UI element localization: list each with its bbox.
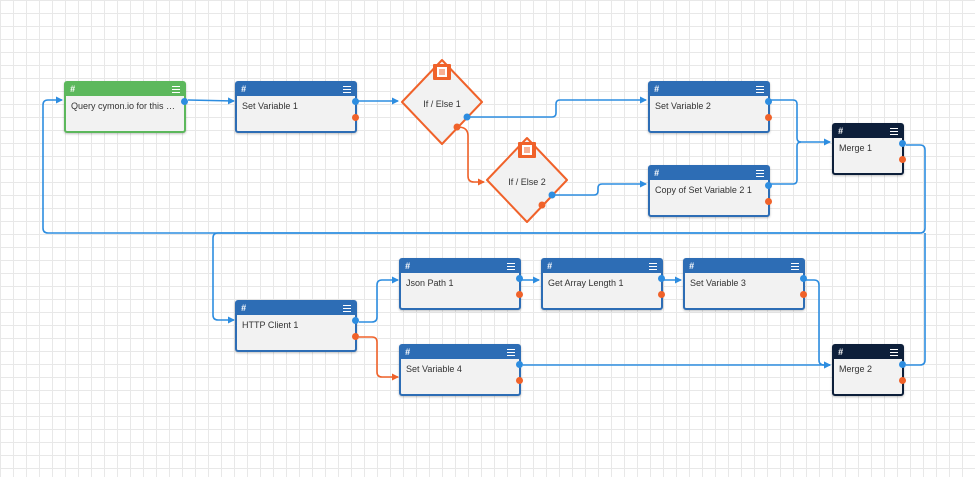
- node-if-else-2[interactable]: If / Else 2: [479, 134, 575, 230]
- wire-ifelse2-to-copysetvar: [553, 180, 647, 196]
- node-copy-set-variable-2-1[interactable]: # Copy of Set Variable 2 1: [648, 165, 772, 217]
- node-label: If / Else 1: [423, 99, 461, 109]
- success-port[interactable]: [516, 361, 523, 368]
- hamburger-icon[interactable]: [343, 86, 351, 93]
- hash-icon: #: [689, 261, 695, 271]
- node-merge-2[interactable]: # Merge 2: [832, 344, 906, 396]
- hamburger-icon[interactable]: [507, 263, 515, 270]
- node-label: Copy of Set Variable 2 1: [655, 185, 752, 195]
- hamburger-icon[interactable]: [756, 170, 764, 177]
- node-header: #: [401, 260, 519, 273]
- wire-httpclient-error-to-setvar4: [359, 336, 399, 381]
- node-if-else-1[interactable]: If / Else 1: [394, 56, 490, 152]
- error-port[interactable]: [800, 291, 807, 298]
- node-header: #: [66, 83, 184, 96]
- diamond-shape: [486, 137, 568, 223]
- wire-query-to-setvar1: [187, 97, 235, 105]
- hash-icon: #: [405, 261, 411, 271]
- error-port[interactable]: [516, 291, 523, 298]
- node-label: Json Path 1: [406, 278, 454, 288]
- node-label: Query cymon.io for this in…: [71, 101, 176, 111]
- hash-icon: #: [241, 84, 247, 94]
- hash-icon: #: [241, 303, 247, 313]
- node-header: #: [685, 260, 803, 273]
- node-set-variable-1[interactable]: # Set Variable 1: [235, 81, 359, 133]
- error-port[interactable]: [765, 114, 772, 121]
- success-port[interactable]: [516, 275, 523, 282]
- error-port[interactable]: [516, 377, 523, 384]
- success-port[interactable]: [899, 140, 906, 147]
- node-label: Set Variable 4: [406, 364, 462, 374]
- hamburger-icon[interactable]: [172, 86, 180, 93]
- hamburger-icon[interactable]: [791, 263, 799, 270]
- node-header: #: [543, 260, 661, 273]
- wire-httpclient-to-jsonpath: [359, 276, 399, 323]
- node-json-path-1[interactable]: # Json Path 1: [399, 258, 523, 310]
- error-port[interactable]: [352, 333, 359, 340]
- node-header: #: [650, 167, 768, 180]
- error-port[interactable]: [899, 377, 906, 384]
- document-icon: [433, 64, 451, 80]
- diamond-shape: [401, 59, 483, 145]
- success-port[interactable]: [765, 98, 772, 105]
- node-http-client-1[interactable]: # HTTP Client 1: [235, 300, 359, 352]
- node-get-array-length-1[interactable]: # Get Array Length 1: [541, 258, 665, 310]
- hash-icon: #: [547, 261, 553, 271]
- hash-icon: #: [838, 347, 844, 357]
- hamburger-icon[interactable]: [890, 128, 898, 135]
- node-label: Merge 1: [839, 143, 873, 153]
- error-port[interactable]: [658, 291, 665, 298]
- node-query-cymon[interactable]: # Query cymon.io for this in…: [64, 81, 188, 133]
- node-header: #: [401, 346, 519, 359]
- error-port[interactable]: [899, 156, 906, 163]
- success-port[interactable]: [352, 317, 359, 324]
- wire-setvar3-to-merge2: [806, 279, 831, 369]
- wire-ifelse1-to-setvar2: [468, 96, 647, 118]
- node-header: #: [834, 125, 902, 138]
- node-header: #: [650, 83, 768, 96]
- hash-icon: #: [654, 168, 660, 178]
- wire-setvar2-to-merge1: [771, 99, 831, 146]
- wire-ifelse1-error-to-ifelse2: [457, 126, 485, 186]
- node-merge-1[interactable]: # Merge 1: [832, 123, 906, 175]
- error-port[interactable]: [352, 114, 359, 121]
- node-header: #: [834, 346, 902, 359]
- hamburger-icon[interactable]: [756, 86, 764, 93]
- hash-icon: #: [70, 84, 76, 94]
- success-port[interactable]: [352, 98, 359, 105]
- node-label: Set Variable 2: [655, 101, 711, 111]
- hash-icon: #: [405, 347, 411, 357]
- node-set-variable-2[interactable]: # Set Variable 2: [648, 81, 772, 133]
- success-port[interactable]: [181, 98, 188, 105]
- error-port[interactable]: [765, 198, 772, 205]
- wire-copysetvar-to-merge1: [771, 141, 802, 185]
- success-port[interactable]: [765, 182, 772, 189]
- node-label: Set Variable 3: [690, 278, 746, 288]
- hamburger-icon[interactable]: [890, 349, 898, 356]
- hash-icon: #: [838, 126, 844, 136]
- node-label: Get Array Length 1: [548, 278, 624, 288]
- node-label: If / Else 2: [508, 177, 546, 187]
- hamburger-icon[interactable]: [649, 263, 657, 270]
- node-header: #: [237, 302, 355, 315]
- hamburger-icon[interactable]: [343, 305, 351, 312]
- node-header: #: [237, 83, 355, 96]
- wire-merge2-loop-to-query: [42, 100, 926, 366]
- document-icon: [518, 142, 536, 158]
- hash-icon: #: [654, 84, 660, 94]
- hamburger-icon[interactable]: [507, 349, 515, 356]
- success-port[interactable]: [800, 275, 807, 282]
- success-port[interactable]: [899, 361, 906, 368]
- success-port[interactable]: [658, 275, 665, 282]
- node-set-variable-4[interactable]: # Set Variable 4: [399, 344, 523, 396]
- node-set-variable-3[interactable]: # Set Variable 3: [683, 258, 807, 310]
- node-label: HTTP Client 1: [242, 320, 299, 330]
- node-label: Merge 2: [839, 364, 873, 374]
- node-label: Set Variable 1: [242, 101, 298, 111]
